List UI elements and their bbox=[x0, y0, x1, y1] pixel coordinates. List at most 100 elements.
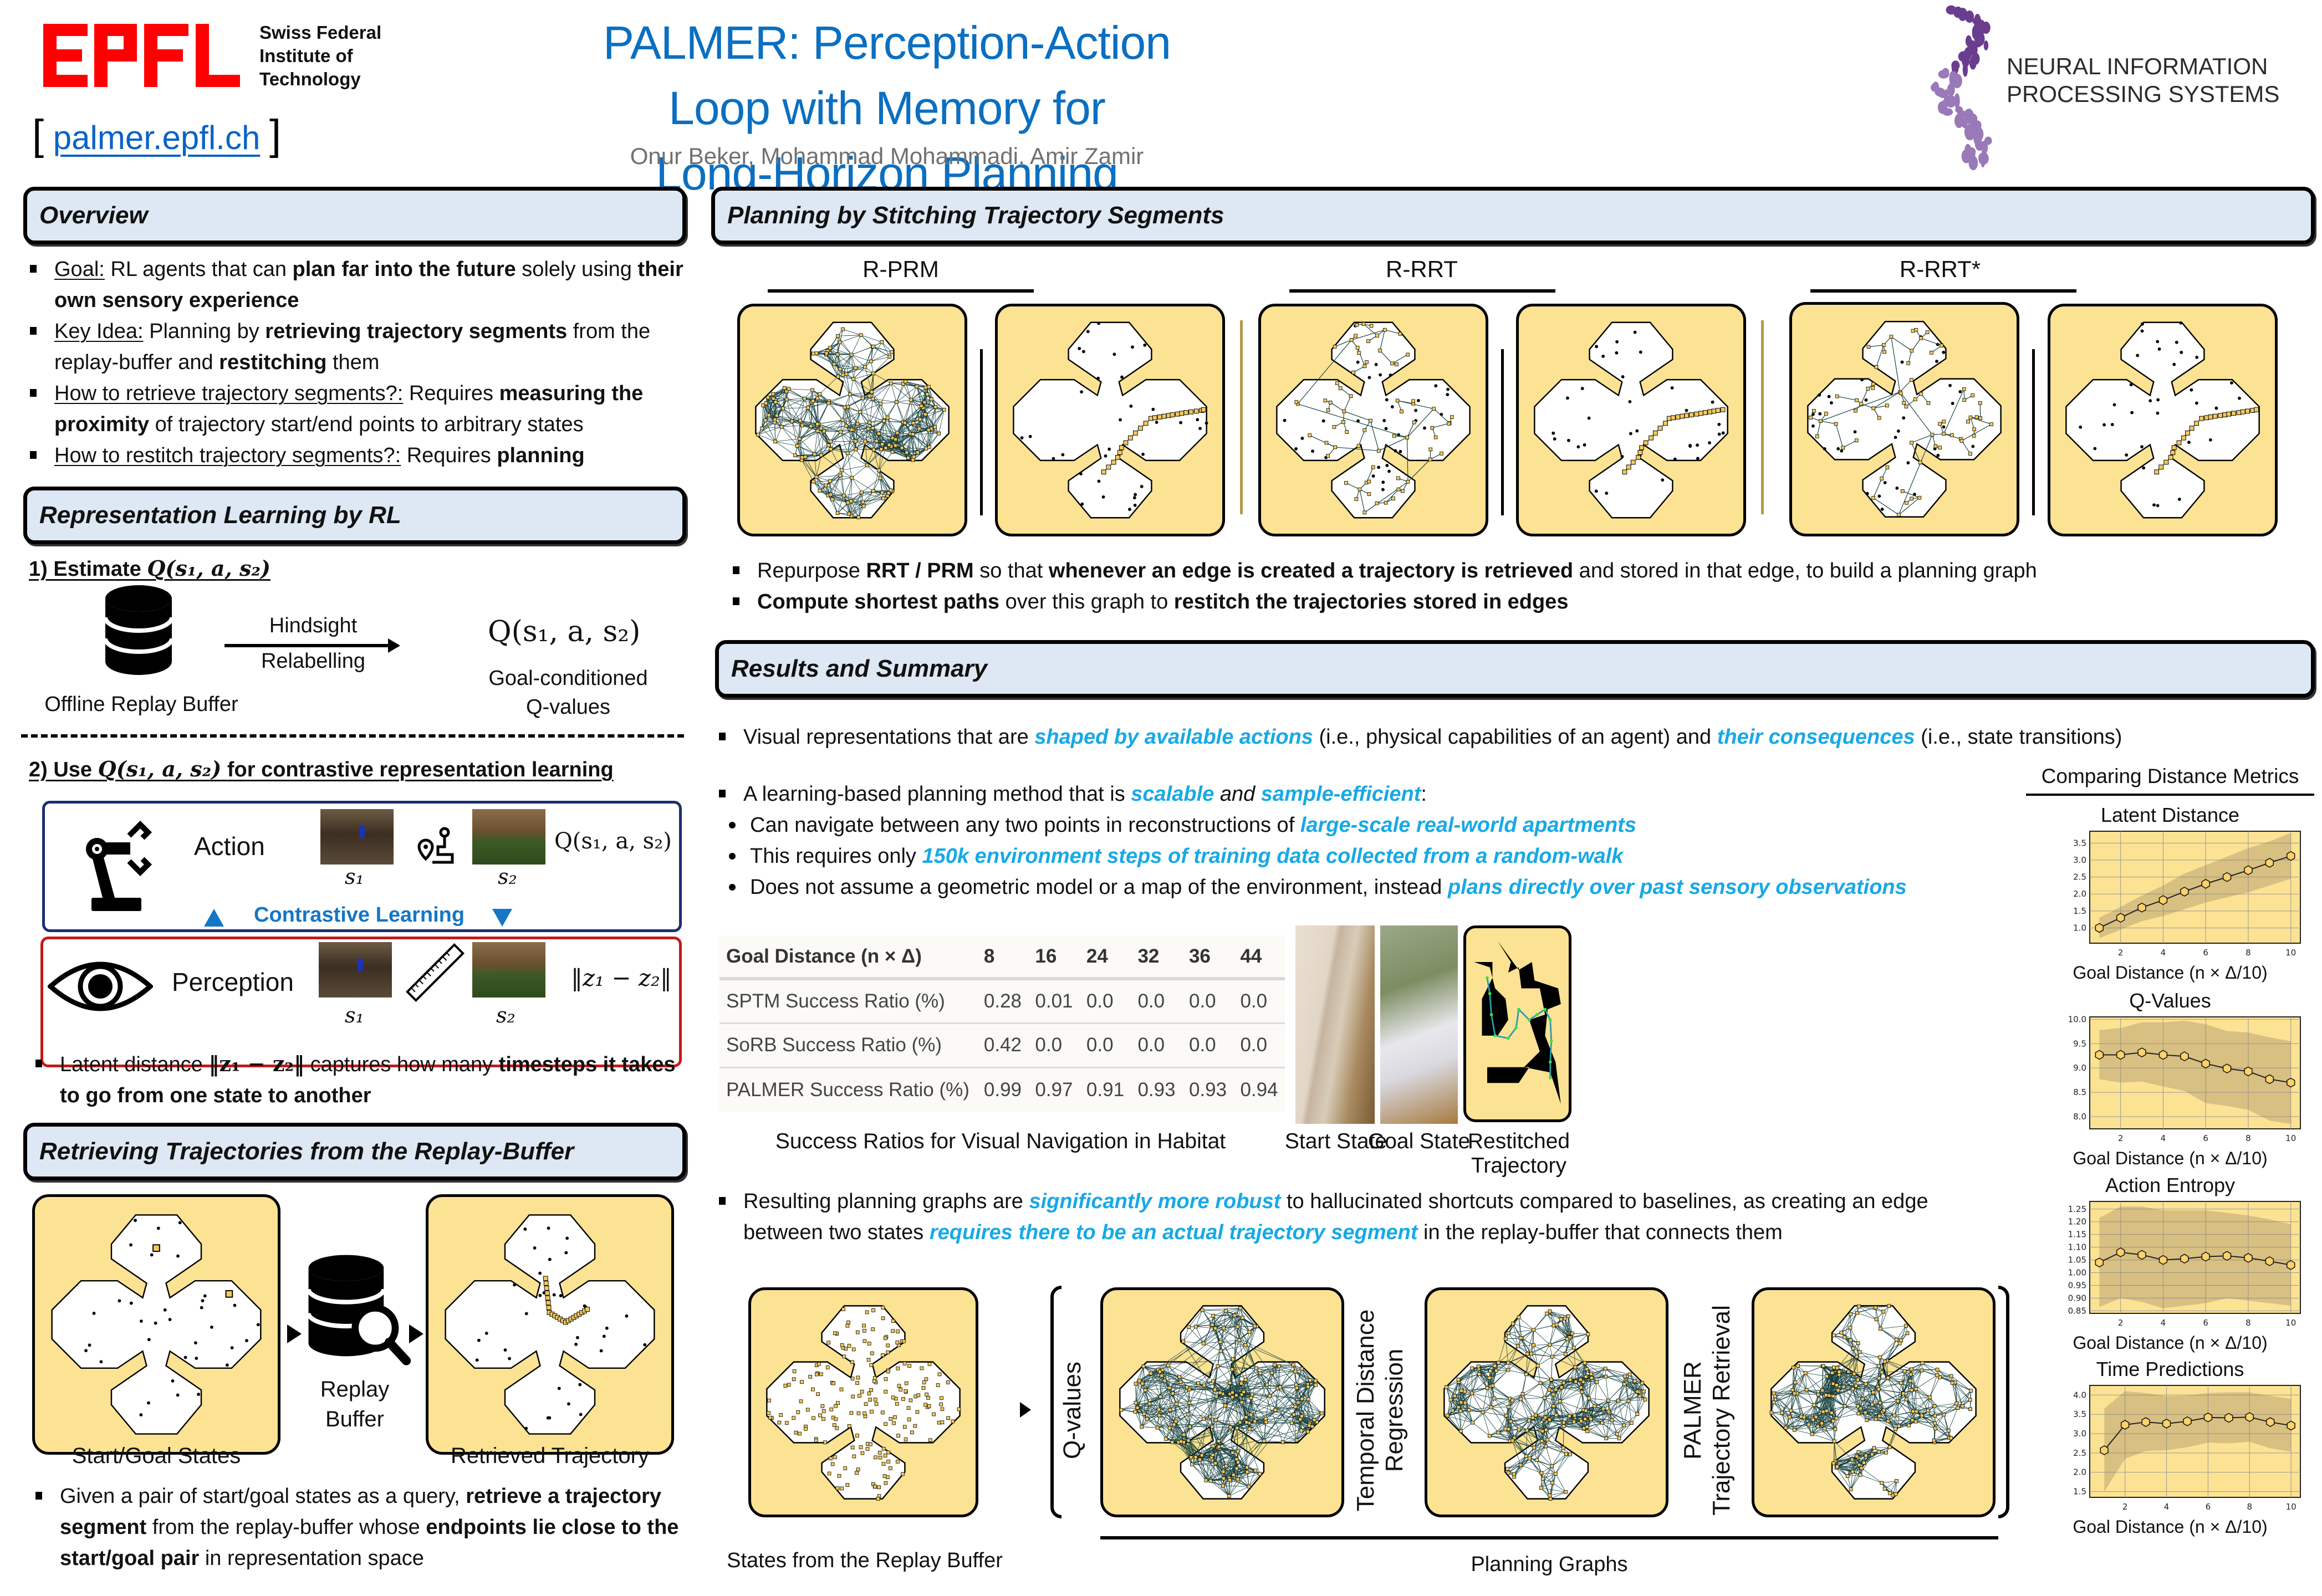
graph-edge bbox=[926, 429, 929, 449]
obstacle-dot bbox=[210, 1326, 213, 1329]
graph-edge bbox=[866, 465, 881, 479]
obstacle-dot bbox=[1580, 387, 1584, 391]
graph-node bbox=[1201, 1341, 1206, 1346]
apartment-walls bbox=[1474, 941, 1561, 1104]
graph-edge bbox=[1245, 1332, 1250, 1346]
graph-node bbox=[1906, 361, 1911, 365]
graph-node bbox=[1170, 1440, 1175, 1444]
graph-edge bbox=[869, 403, 881, 423]
graph-node bbox=[1925, 330, 1930, 334]
graph-node bbox=[1168, 1408, 1172, 1412]
graph-edge bbox=[1135, 1383, 1150, 1404]
graph-temporal-distance bbox=[1425, 1287, 1668, 1517]
graph-edge bbox=[1295, 1406, 1315, 1420]
obstacle-dot bbox=[1865, 492, 1869, 495]
graph-edge bbox=[768, 397, 775, 420]
graph-edge bbox=[891, 383, 897, 402]
graph-edge bbox=[865, 433, 879, 442]
graph-edge bbox=[1508, 1399, 1521, 1408]
graph-node bbox=[1245, 1465, 1249, 1470]
tree-edge bbox=[1820, 421, 1836, 424]
graph-edge bbox=[821, 454, 842, 470]
graph-edge bbox=[880, 402, 897, 404]
table-cell: 0.0 bbox=[1182, 978, 1234, 1023]
obstacle-dot bbox=[552, 1293, 556, 1297]
trajectory-node bbox=[1137, 426, 1143, 431]
graph-node bbox=[1278, 1385, 1282, 1389]
graph-edge bbox=[1498, 1338, 1506, 1363]
graph-node bbox=[1213, 1461, 1218, 1465]
obstacle-dot bbox=[1711, 400, 1714, 404]
graph-edge bbox=[873, 373, 891, 384]
graph-node bbox=[871, 489, 875, 493]
graph-node bbox=[860, 1389, 864, 1394]
tree-edge bbox=[1943, 388, 1964, 434]
latent-bullet: Latent distance ‖z₁ − z₂‖ captures how m… bbox=[29, 1048, 688, 1111]
graph-edge bbox=[870, 361, 874, 374]
state-image-s1 bbox=[320, 809, 394, 864]
graph-edge bbox=[1458, 1374, 1479, 1380]
graph-node bbox=[879, 447, 884, 451]
graph-node bbox=[777, 1420, 782, 1425]
graph-edge bbox=[1246, 1398, 1252, 1418]
graph-node bbox=[779, 1413, 783, 1417]
graph-edge bbox=[1537, 1460, 1556, 1474]
graph-node bbox=[1815, 434, 1819, 438]
graph-node bbox=[906, 456, 910, 460]
graph-edge bbox=[1537, 1460, 1542, 1474]
graph-node bbox=[871, 397, 875, 401]
graph-node bbox=[1919, 336, 1923, 340]
logo-dot bbox=[1962, 63, 1968, 77]
obstacle-dot bbox=[183, 1355, 187, 1359]
graph-node bbox=[856, 1411, 861, 1415]
graph-edge bbox=[1218, 1427, 1231, 1447]
trajectory-node bbox=[1636, 454, 1641, 460]
graph-edge bbox=[1605, 1368, 1625, 1377]
graph-node bbox=[871, 345, 875, 349]
graph-edge bbox=[861, 335, 882, 342]
graph-edge bbox=[1544, 1398, 1556, 1415]
graph-edge bbox=[874, 449, 893, 453]
graph-edge bbox=[1183, 1426, 1190, 1442]
project-url-box: [ palmer.epfl.ch ] bbox=[32, 111, 281, 159]
project-url-link[interactable]: palmer.epfl.ch bbox=[53, 119, 261, 156]
graph-edge bbox=[1573, 1347, 1588, 1369]
graph-node bbox=[890, 436, 895, 440]
graph-edge bbox=[851, 502, 864, 516]
graph-node bbox=[1202, 1383, 1206, 1388]
graph-edge bbox=[867, 428, 874, 450]
graph-edge bbox=[1609, 1400, 1619, 1413]
graph-node bbox=[1186, 1412, 1191, 1416]
trajectory-node bbox=[543, 1281, 549, 1286]
tree-edge bbox=[1407, 408, 1435, 438]
graph-edge bbox=[1217, 1365, 1233, 1370]
trajectory-node bbox=[1188, 409, 1194, 415]
graph-node bbox=[1200, 1308, 1205, 1312]
graph-edge bbox=[1570, 1379, 1583, 1393]
graph-edge bbox=[902, 400, 911, 422]
obstacle-dot bbox=[2110, 423, 2114, 426]
graph-edge bbox=[1280, 1387, 1299, 1403]
graph-node bbox=[785, 1421, 789, 1425]
graph-edge bbox=[1142, 1383, 1161, 1397]
graph-node bbox=[880, 490, 884, 495]
graph-edge bbox=[1518, 1329, 1534, 1347]
graph-edge bbox=[1145, 1390, 1150, 1404]
graph-edge bbox=[1520, 1465, 1542, 1474]
graph-edge bbox=[1212, 1455, 1227, 1466]
trajectory-node bbox=[1101, 469, 1106, 475]
divider bbox=[980, 349, 983, 515]
graph-edge bbox=[816, 477, 830, 482]
graph-node bbox=[870, 390, 874, 394]
graph-edge bbox=[1540, 1383, 1562, 1388]
graph-edge bbox=[1564, 1318, 1573, 1334]
graph-node bbox=[1391, 497, 1395, 500]
graph-edge bbox=[1594, 1400, 1619, 1406]
overview-bullets: Goal: RL agents that can plan far into t… bbox=[23, 254, 694, 471]
r-rrt-graph bbox=[1258, 304, 1488, 536]
trajectory-node bbox=[2218, 413, 2223, 418]
graph-edge bbox=[1464, 1402, 1483, 1413]
graph-edge bbox=[1564, 1382, 1581, 1388]
bracket-right bbox=[1998, 1286, 2009, 1518]
graph-edge bbox=[1547, 1439, 1564, 1449]
